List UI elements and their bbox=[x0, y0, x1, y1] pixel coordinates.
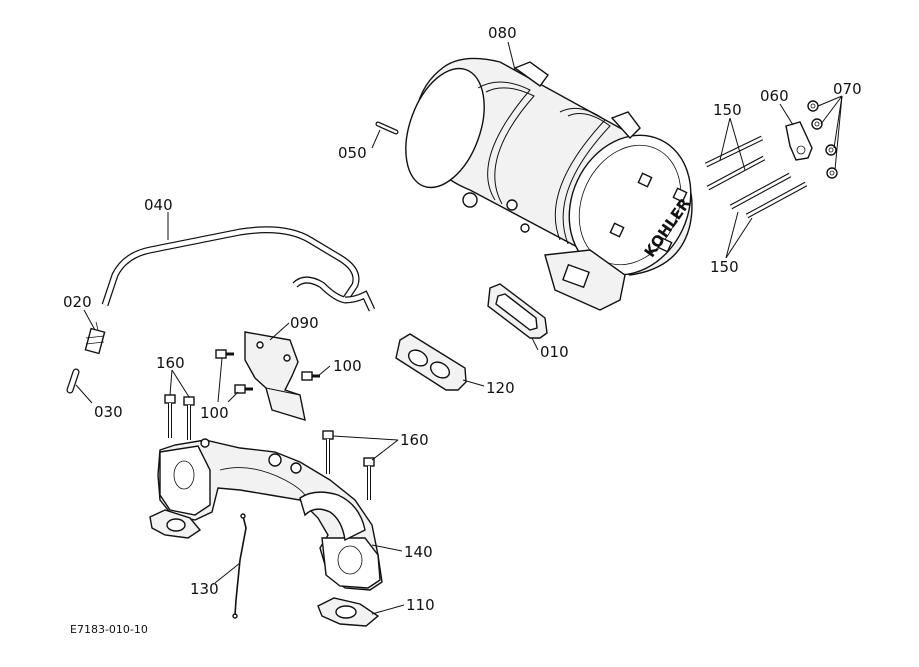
part-050-pin bbox=[375, 121, 399, 135]
part-030-pin bbox=[66, 368, 80, 394]
part-070-nuts bbox=[807, 100, 838, 179]
label-060: 060 bbox=[760, 87, 789, 105]
part-100-bolts bbox=[215, 349, 320, 394]
label-150-top: 150 bbox=[713, 101, 742, 119]
label-020: 020 bbox=[63, 293, 92, 311]
diagram-code: E7183-010-10 bbox=[70, 623, 148, 636]
label-070: 070 bbox=[833, 80, 862, 98]
label-040: 040 bbox=[144, 196, 173, 214]
label-050: 050 bbox=[338, 144, 367, 162]
label-160-right: 160 bbox=[400, 431, 429, 449]
part-010-gasket bbox=[487, 283, 548, 339]
label-030: 030 bbox=[94, 403, 123, 421]
leader-lines bbox=[75, 41, 843, 615]
part-090-bracket bbox=[244, 331, 306, 422]
label-090: 090 bbox=[290, 314, 319, 332]
label-100-right: 100 bbox=[333, 357, 362, 375]
part-150-studs bbox=[704, 135, 808, 219]
part-060-clip bbox=[785, 121, 813, 161]
label-010: 010 bbox=[540, 343, 569, 361]
part-120-gasket bbox=[395, 333, 467, 391]
part-020-fitting bbox=[84, 321, 106, 355]
part-160-bolts-left bbox=[164, 394, 195, 440]
part-labels: 080 050 040 020 030 090 100 100 160 160 … bbox=[63, 24, 862, 614]
label-140: 140 bbox=[404, 543, 433, 561]
label-150-bottom: 150 bbox=[710, 258, 739, 276]
label-130: 130 bbox=[190, 580, 219, 598]
muffler-canister: KOHLER bbox=[405, 57, 694, 311]
label-110: 110 bbox=[406, 596, 435, 614]
part-130-rod bbox=[232, 513, 247, 619]
part-160-bolts-right bbox=[322, 430, 375, 500]
part-140-manifold bbox=[157, 438, 383, 591]
label-100-left: 100 bbox=[200, 404, 229, 422]
part-110-gaskets bbox=[149, 509, 380, 627]
label-160-left: 160 bbox=[156, 354, 185, 372]
label-080: 080 bbox=[488, 24, 517, 42]
label-120: 120 bbox=[486, 379, 515, 397]
part-040-pipe bbox=[101, 226, 376, 312]
